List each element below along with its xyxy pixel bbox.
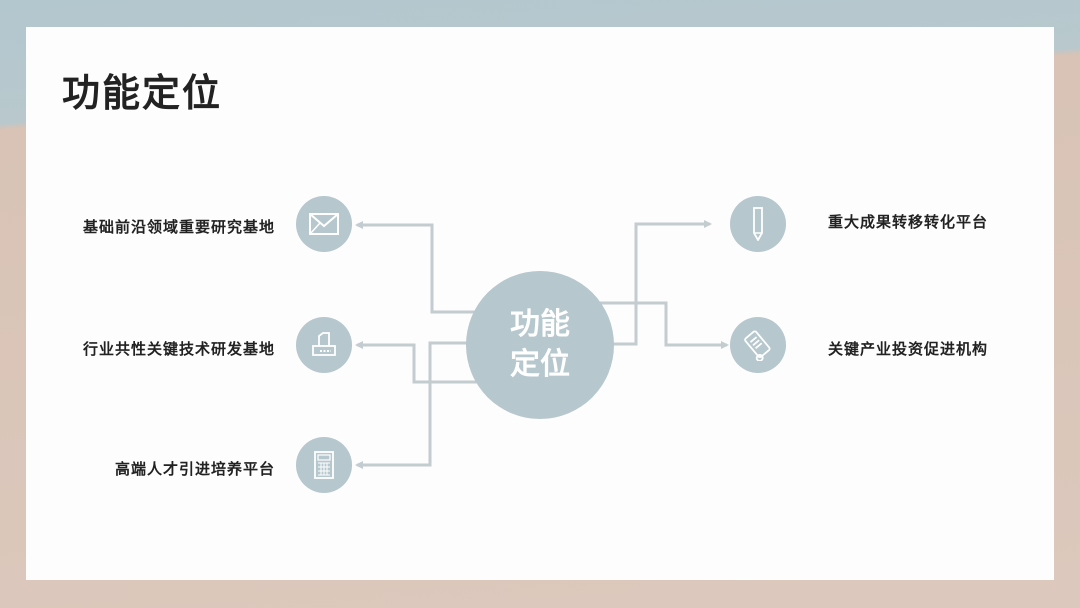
- envelope-icon: [309, 213, 339, 235]
- connector-5: [600, 301, 729, 349]
- page-title: 功能定位: [62, 71, 223, 115]
- printer-node: [296, 317, 352, 373]
- printer-icon: [312, 332, 336, 356]
- pencil-node: [730, 196, 786, 252]
- connector-3: [355, 341, 470, 469]
- connector-2: [355, 341, 480, 384]
- left-item-label: 基础前沿领域重要研究基地: [82, 218, 275, 236]
- hub-circle: 功能定位: [466, 271, 614, 419]
- scroll-icon: [744, 330, 771, 361]
- connector-1: [355, 221, 480, 314]
- right-item-label: 关键产业投资促进机构: [828, 340, 989, 358]
- right-item-label: 重大成果转移转化平台: [828, 213, 989, 231]
- hub-label: 功能定位: [510, 307, 570, 382]
- scroll-node: [730, 317, 786, 373]
- connector-4: [600, 220, 712, 346]
- calculator-icon: [314, 451, 334, 479]
- calculator-node: [296, 437, 352, 493]
- left-item-label: 行业共性关键技术研发基地: [82, 340, 275, 358]
- left-item-label: 高端人才引进培养平台: [114, 460, 275, 478]
- pencil-icon: [753, 207, 763, 241]
- envelope-node: [296, 196, 352, 252]
